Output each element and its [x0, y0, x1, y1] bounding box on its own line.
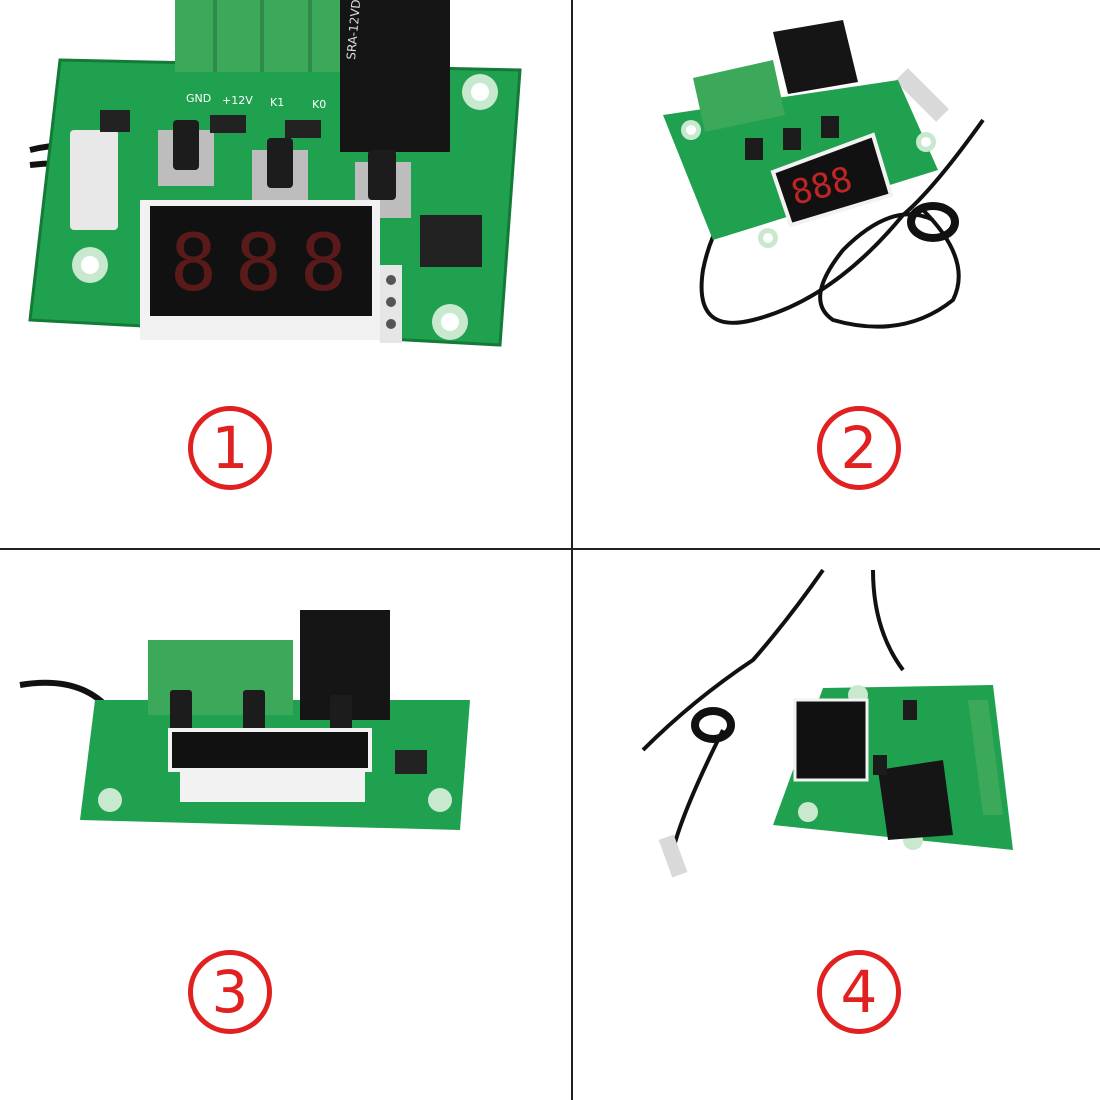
marker-1: 1 [188, 406, 272, 490]
marker-3: 3 [188, 950, 272, 1034]
board-top-photo: 888 [663, 20, 985, 329]
silk-gnd: GND [186, 92, 211, 105]
horizontal-divider [0, 548, 1100, 550]
panel-4: 4 [573, 550, 1100, 1100]
silk-12v: +12V [222, 94, 253, 107]
marker-4: 4 [817, 950, 901, 1034]
board-side-photo [19, 610, 470, 830]
panel-1: 8 8 8 GND +12V K1 K0 SRA-12VDC-AL 1 [0, 0, 571, 548]
board-closeup-photo: 8 8 8 GND +12V K1 K0 SRA-12VDC-AL [28, 0, 522, 347]
panel-2: 888 2 [573, 0, 1100, 548]
board-angled-photo [641, 568, 1013, 878]
display-digit-1: 8 [170, 219, 217, 309]
panel-3: 3 [0, 550, 571, 1100]
silk-k1: K1 [270, 96, 284, 109]
silk-k0: K0 [312, 98, 326, 111]
display-digit-3: 8 [300, 219, 347, 309]
vertical-divider [571, 0, 573, 1100]
display-digit-2: 8 [235, 219, 282, 309]
marker-2: 2 [817, 406, 901, 490]
